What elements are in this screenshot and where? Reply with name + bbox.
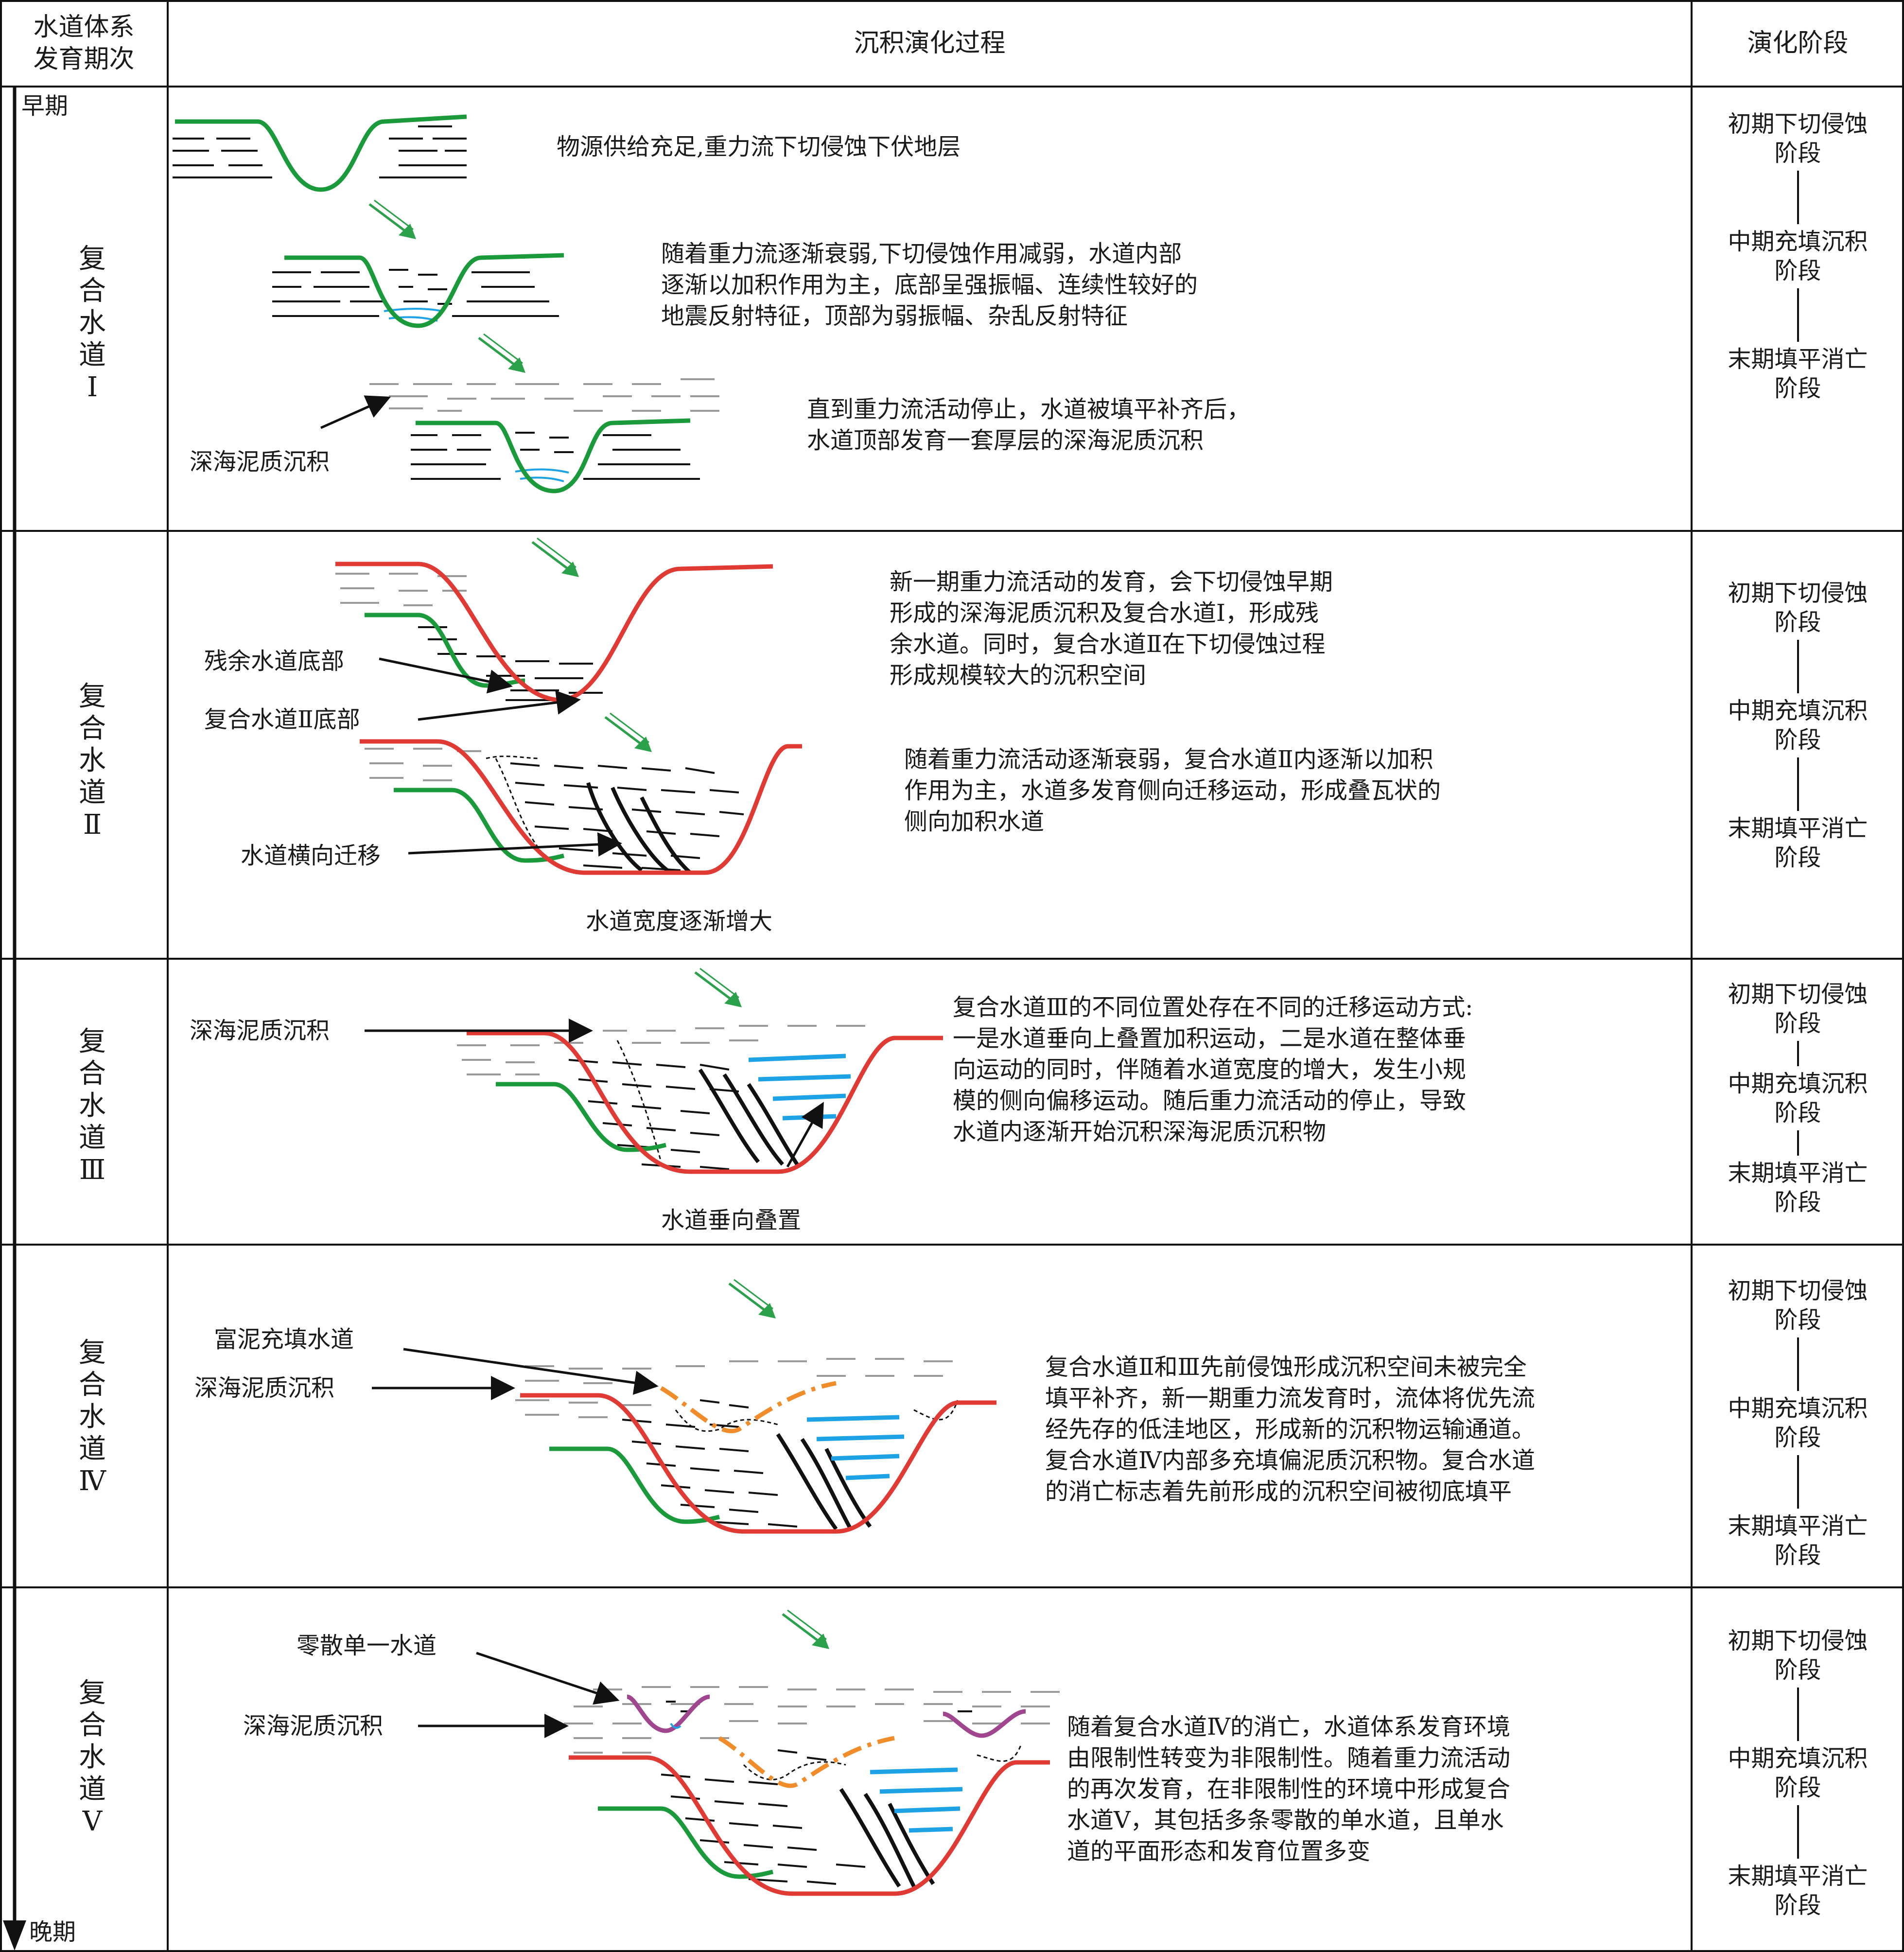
- stage-column-row-3: 初期下切侵蚀 阶段 中期充填沉积 阶段 末期填平消亡 阶段: [1692, 980, 1904, 1217]
- channel-II-incision: [335, 562, 773, 721]
- channel-II-lateral-migration: [360, 739, 802, 875]
- label-deep-sea-mud-r5: 深海泥质沉积: [243, 1712, 384, 1740]
- stage-column-row-2: 初期下切侵蚀 阶段 中期充填沉积 阶段 末期填平消亡 阶段: [1692, 579, 1904, 872]
- flow-arrow: [479, 334, 525, 373]
- label-vertical-stacking: 水道垂向叠置: [661, 1207, 802, 1234]
- stage-middle: 中期充填沉积 阶段: [1728, 1745, 1868, 1801]
- label-channel-II-base: 复合水道Ⅱ底部: [204, 706, 360, 733]
- label-deep-sea-mud-r4: 深海泥质沉积: [194, 1374, 335, 1402]
- stage-late: 末期填平消亡 阶段: [1728, 1512, 1868, 1569]
- description-r2-2: 随着重力流活动逐渐衰弱，复合水道Ⅱ内逐渐以加积 作用为主，水道多发育侧向迁移运动…: [904, 746, 1441, 835]
- stage-late: 末期填平消亡 阶段: [1728, 346, 1868, 402]
- stage-early: 初期下切侵蚀 阶段: [1728, 110, 1868, 167]
- stage-early: 初期下切侵蚀 阶段: [1728, 1627, 1868, 1684]
- time-start-label: 早期: [21, 92, 69, 120]
- header-col-evolution-stage: 演化阶段: [1747, 29, 1849, 58]
- flow-arrow: [605, 713, 652, 752]
- stage-column-row-5: 初期下切侵蚀 阶段 中期充填沉积 阶段 末期填平消亡 阶段: [1692, 1626, 1904, 1920]
- stage-early: 初期下切侵蚀 阶段: [1728, 1277, 1868, 1334]
- time-end-label: 晚期: [29, 1918, 76, 1946]
- stage-column-row-4: 初期下切侵蚀 阶段 中期充填沉积 阶段 末期填平消亡 阶段: [1692, 1276, 1904, 1570]
- label-width-increase: 水道宽度逐渐增大: [586, 908, 773, 935]
- description-r1-1: 物源供给充足,重力流下切侵蚀下伏地层: [557, 133, 961, 160]
- stage-late: 末期填平消亡 阶段: [1728, 1160, 1868, 1216]
- channel-I-incision: [173, 114, 467, 192]
- stage-middle: 中期充填沉积 阶段: [1728, 228, 1868, 284]
- description-r3-1: 复合水道Ⅲ的不同位置处存在不同的迁移运动方式: 一是水道垂向上叠置加积运动，二是…: [953, 994, 1473, 1145]
- label-deep-sea-mud-r3: 深海泥质沉积: [190, 1017, 330, 1044]
- label-scattered-single-channel: 零散单一水道: [297, 1632, 437, 1659]
- time-axis-arrow: [3, 88, 26, 1951]
- stage-late: 末期填平消亡 阶段: [1728, 1863, 1868, 1919]
- label-mud-filled-channel: 富泥充填水道: [214, 1326, 354, 1353]
- description-r1-3: 直到重力流活动停止，水道被填平补齐后， 水道顶部发育一套厚层的深海泥质沉积: [807, 396, 1251, 454]
- stage-early: 初期下切侵蚀 阶段: [1728, 981, 1868, 1037]
- label-lateral-migration: 水道横向迁移: [241, 842, 381, 869]
- label-residual-channel-base: 残余水道底部: [204, 648, 345, 675]
- stage-middle: 中期充填沉积 阶段: [1728, 1070, 1868, 1126]
- stage-early: 初期下切侵蚀 阶段: [1728, 580, 1868, 636]
- stage-middle: 中期充填沉积 阶段: [1728, 697, 1868, 754]
- channel-I-infill: [272, 253, 564, 328]
- label-deep-sea-mud-r1: 深海泥质沉积: [190, 448, 330, 475]
- header-col-process: 沉积演化过程: [854, 29, 1006, 58]
- description-r2-1: 新一期重力流活动的发育，会下切侵蚀早期 形成的深海泥质沉积及复合水道Ⅰ，形成残 …: [890, 568, 1333, 689]
- flow-arrow: [369, 200, 416, 239]
- description-r4-1: 复合水道Ⅱ和Ⅲ先前侵蚀形成沉积空间未被完全 填平补齐，新一期重力流发育时，流体将…: [1045, 1354, 1536, 1505]
- description-r1-2: 随着重力流逐渐衰弱,下切侵蚀作用减弱，水道内部 逐渐以加积作用为主，底部呈强振幅…: [661, 240, 1198, 330]
- stage-middle: 中期充填沉积 阶段: [1728, 1395, 1868, 1451]
- stage-late: 末期填平消亡 阶段: [1728, 815, 1868, 871]
- stage-column-row-1: 初期下切侵蚀 阶段 中期充填沉积 阶段 末期填平消亡 阶段: [1692, 109, 1904, 403]
- header-col-stage-count: 水道体系 发育期次: [33, 13, 135, 74]
- channel-III-vertical-stacking: [365, 1019, 943, 1174]
- flow-arrow: [532, 538, 579, 577]
- channel-IV-mud-filled: [372, 1348, 996, 1534]
- channel-V-unconfined: [418, 1652, 1060, 1896]
- channel-I-buried: [320, 378, 719, 493]
- description-r5-1: 随着复合水道Ⅳ的消亡，水道体系发育环境 由限制性转变为非限制性。随着重力流活动 …: [1067, 1713, 1511, 1865]
- flow-arrow: [729, 1280, 776, 1319]
- flow-arrow: [695, 968, 742, 1007]
- flow-arrow: [783, 1610, 829, 1649]
